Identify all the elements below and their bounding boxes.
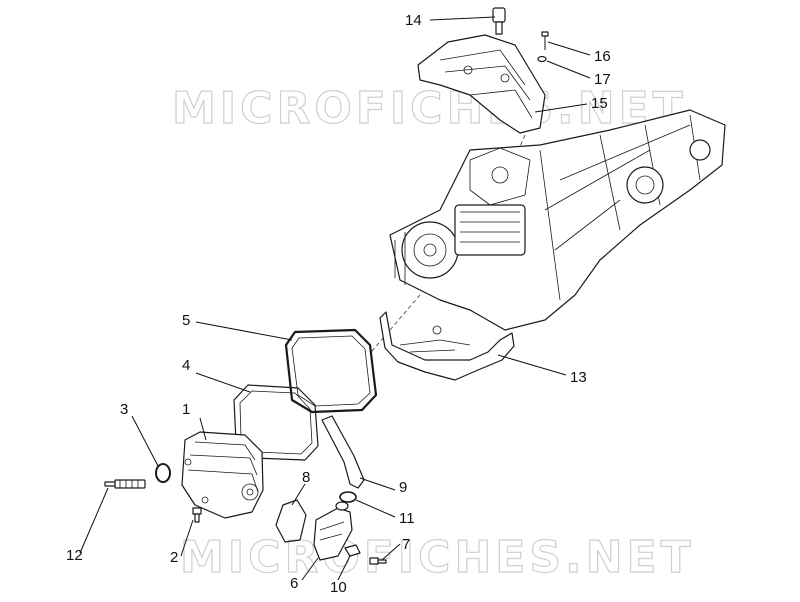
callout-13: 13 <box>570 369 587 386</box>
leader-lines <box>79 16 591 581</box>
callout-5: 5 <box>182 312 190 329</box>
sensor <box>492 7 506 35</box>
washer <box>537 55 547 63</box>
inner-gasket <box>284 328 378 414</box>
bolt <box>541 31 549 50</box>
callout-14: 14 <box>405 12 422 29</box>
cover-gasket <box>233 384 319 461</box>
engine-block <box>389 109 726 331</box>
breather-housing <box>313 501 353 561</box>
callout-3: 3 <box>120 401 128 418</box>
callout-11: 11 <box>399 510 415 527</box>
callout-2: 2 <box>170 549 178 566</box>
callout-4: 4 <box>182 357 190 374</box>
callout-8: 8 <box>302 469 310 486</box>
heat-shield <box>379 311 515 381</box>
callout-10: 10 <box>330 579 347 596</box>
callout-1: 1 <box>182 401 190 418</box>
callout-7: 7 <box>402 536 410 553</box>
callout-16: 16 <box>594 48 611 65</box>
breather-hose <box>321 415 365 489</box>
spark-plug <box>104 479 146 489</box>
o-ring <box>275 499 307 543</box>
callout-15: 15 <box>591 95 608 112</box>
callout-12: 12 <box>66 547 83 564</box>
cover-screw <box>192 507 202 523</box>
engine-cover <box>417 34 546 134</box>
watermark-top: MICROFICHES.NET <box>172 83 687 134</box>
spark-plug-seal <box>155 463 171 483</box>
hose-clamp <box>344 544 361 557</box>
cylinder-head-cover <box>181 431 264 519</box>
watermark-bottom: MICROFICHES.NET <box>180 532 695 583</box>
callout-9: 9 <box>399 479 407 496</box>
callout-6: 6 <box>290 575 298 592</box>
ring <box>339 491 357 503</box>
callout-17: 17 <box>594 71 611 88</box>
